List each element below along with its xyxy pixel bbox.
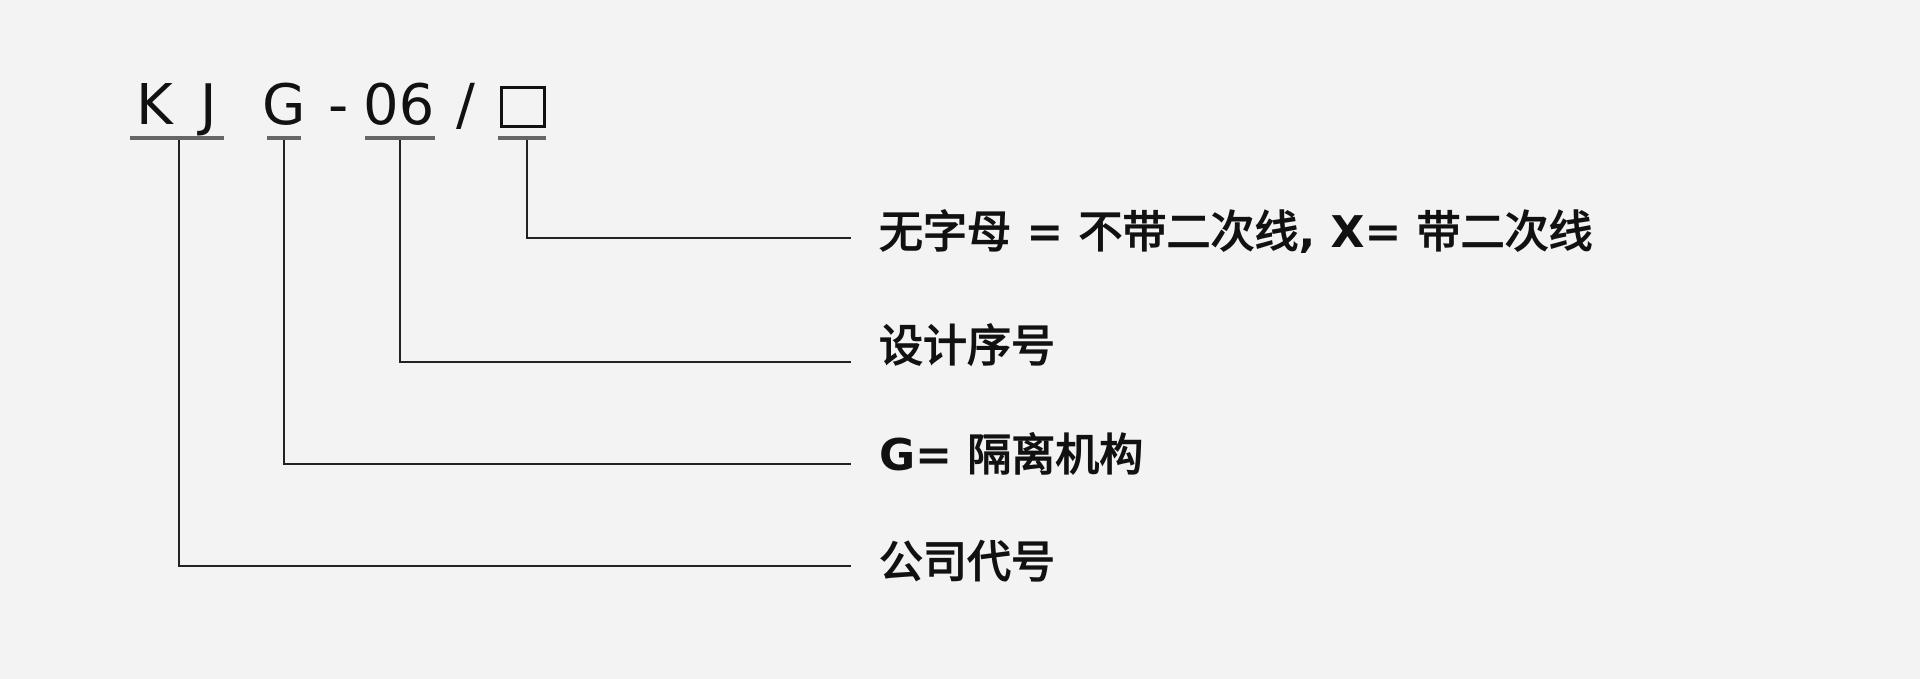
code-char-j: J	[200, 73, 217, 138]
connector-mechanism-vertical	[283, 140, 285, 465]
code-char-g: G	[262, 73, 306, 138]
connector-suffix-horizontal	[526, 237, 851, 239]
connector-design-vertical	[399, 140, 401, 363]
code-char-k: K	[136, 73, 173, 138]
label-secondary-wire: 无字母 = 不带二次线, X= 带二次线	[879, 207, 1593, 258]
connector-company-horizontal	[178, 565, 851, 567]
underline-mechanism	[267, 136, 301, 140]
placeholder-box	[500, 86, 546, 128]
connector-mechanism-horizontal	[283, 463, 851, 465]
underline-suffix	[498, 136, 546, 140]
connector-suffix-vertical	[526, 140, 528, 239]
code-dash: -	[328, 73, 349, 138]
underline-company	[130, 136, 224, 140]
code-slash: /	[456, 73, 475, 138]
code-design-number: 06	[363, 73, 435, 138]
label-company-code: 公司代号	[879, 537, 1055, 588]
connector-company-vertical	[178, 140, 180, 567]
connector-design-horizontal	[399, 361, 851, 363]
label-design-number: 设计序号	[879, 321, 1055, 372]
underline-design	[365, 136, 435, 140]
label-isolation-mechanism: G= 隔离机构	[879, 430, 1144, 481]
